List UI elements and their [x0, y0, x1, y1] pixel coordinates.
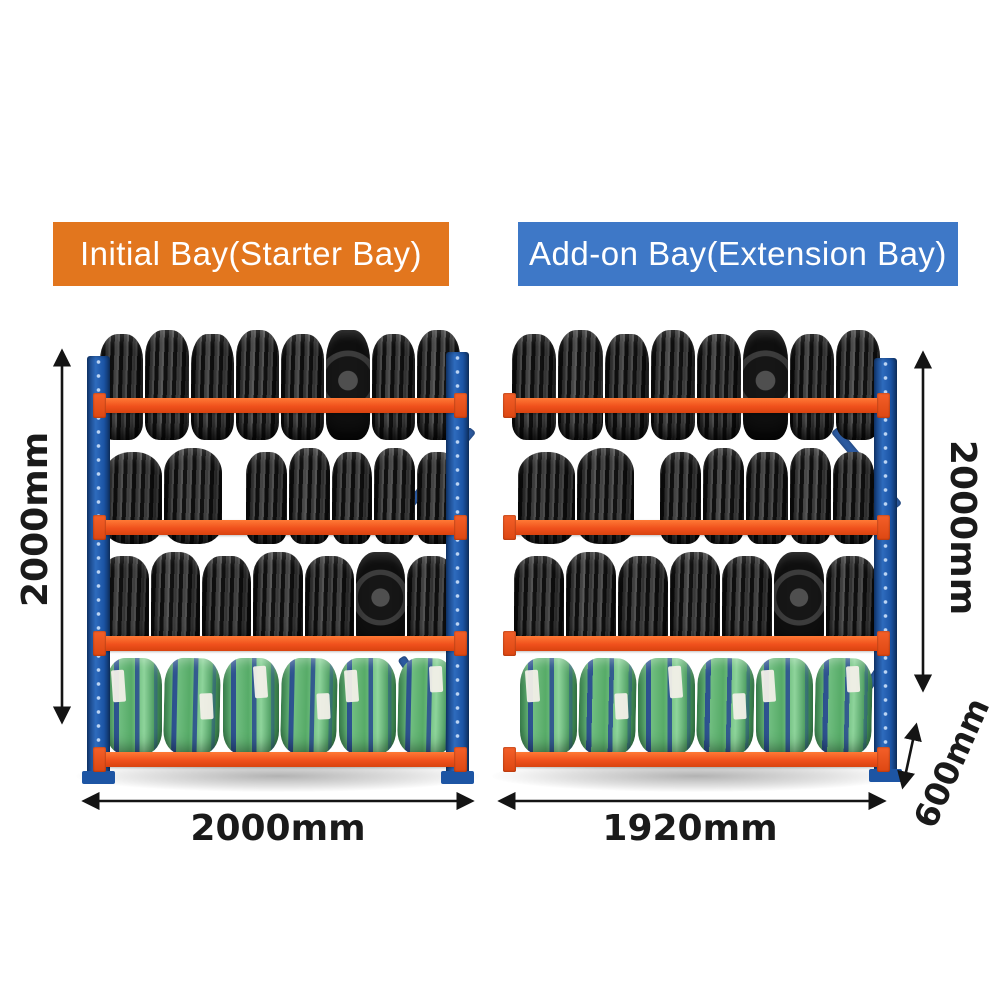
tire [288, 448, 330, 544]
tire [832, 452, 875, 544]
wrapped-tire [279, 657, 339, 755]
tire [618, 556, 668, 651]
tire [604, 334, 649, 440]
tire [417, 452, 458, 544]
wrapped-tire [696, 657, 755, 755]
wrapped-tire [163, 657, 222, 755]
tire [253, 552, 303, 651]
dimension-label-addon-width: 1920mm [602, 808, 778, 849]
tire-row-level-3 [100, 552, 456, 651]
wrapped-tire [756, 658, 813, 754]
upright-frame-right [869, 358, 902, 782]
wrapped-tire [106, 658, 163, 754]
tire [512, 334, 557, 440]
wrapped-tire [222, 658, 279, 754]
tire [558, 329, 603, 440]
wrapped-tire [339, 658, 396, 754]
upright-frame-left [82, 356, 115, 784]
tire [518, 452, 575, 544]
tire-row-level-1 [100, 329, 460, 440]
tire [406, 556, 456, 651]
shelf-beam [503, 631, 890, 656]
wrapped-tire [396, 657, 455, 755]
tire [746, 452, 788, 544]
tire [202, 556, 252, 651]
shelf-beam [503, 747, 890, 772]
tire [246, 452, 287, 544]
tire-row-level-2-right [246, 448, 458, 544]
dimension-label-depth: 600mm [905, 691, 998, 834]
shelf-beam [93, 393, 467, 418]
tire [326, 329, 370, 440]
tire [703, 448, 745, 544]
shelf-beam [503, 393, 890, 418]
tire-row-level-3 [514, 552, 876, 651]
tire [164, 448, 222, 544]
tire-row-level-2-left [518, 448, 634, 544]
tire [190, 334, 234, 440]
tire [577, 448, 634, 544]
tire [416, 329, 460, 440]
upright-frame-right [441, 352, 474, 784]
tire [835, 329, 880, 440]
tire [100, 556, 150, 651]
initial-bay-label: Initial Bay(Starter Bay) [53, 222, 449, 286]
wrapped-tire [638, 658, 695, 754]
tire [743, 329, 788, 440]
cross-brace [397, 655, 468, 753]
tire-row-level-4-wrapped [106, 657, 455, 755]
tire [826, 556, 876, 651]
cross-brace [404, 426, 477, 510]
cross-brace [830, 426, 903, 510]
addon-bay-label: Add-on Bay(Extension Bay) [518, 222, 958, 286]
tire-row-level-2-right [660, 448, 875, 544]
tire [100, 334, 144, 440]
wrapped-tire [520, 658, 577, 754]
tire [514, 556, 564, 651]
tire [304, 556, 354, 651]
dimension-label-initial-width: 2000mm [190, 808, 366, 849]
tire [355, 552, 405, 651]
tire [774, 552, 824, 651]
tire [371, 334, 415, 440]
tire-row-level-1 [512, 329, 880, 440]
dimension-label-initial-height: 2000mm [15, 431, 56, 607]
shelf-beam [93, 631, 467, 656]
rack-shadow [76, 760, 480, 792]
rack-shadow [492, 760, 900, 792]
wrapped-tire [578, 657, 637, 755]
cross-brace [821, 655, 892, 753]
tire [697, 334, 742, 440]
arrow-depth [897, 722, 922, 790]
tire [722, 556, 772, 651]
tire [281, 334, 325, 440]
tire [374, 448, 416, 544]
tire [145, 329, 189, 440]
dimension-label-addon-height: 2000mm [942, 440, 983, 616]
tire [331, 452, 373, 544]
tire-row-level-2-left [104, 448, 222, 544]
tire [151, 552, 201, 651]
shelf-beam [503, 515, 890, 540]
tire [650, 329, 695, 440]
tire [566, 552, 616, 651]
shelf-beam [93, 747, 467, 772]
tire [789, 448, 831, 544]
tire [235, 329, 279, 440]
shelf-beam [93, 515, 467, 540]
tire-row-level-4-wrapped [520, 657, 873, 755]
tire [104, 452, 162, 544]
wrapped-tire [814, 657, 873, 755]
tire [660, 452, 702, 544]
tire [789, 334, 834, 440]
tire [670, 552, 720, 651]
